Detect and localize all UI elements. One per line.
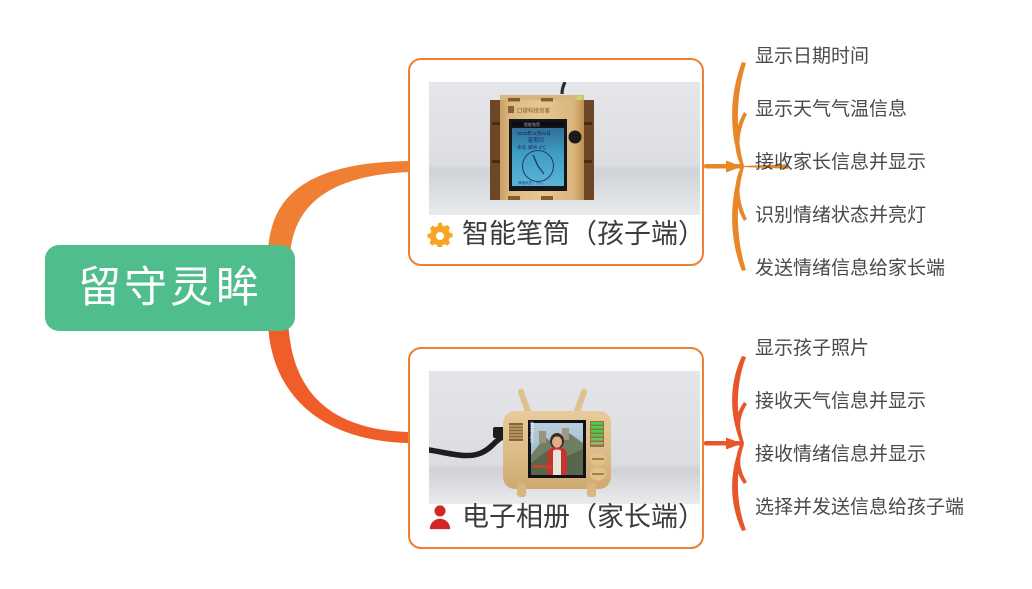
feature-list-parent-terminal: 显示孩子照片 接收天气信息并显示 接收情绪信息并显示 选择并发送信息给孩子端 (755, 337, 964, 549)
list-item[interactable]: 接收家长信息并显示 (755, 152, 927, 173)
svg-text:多云 郑州 8℃: 多云 郑州 8℃ (517, 144, 547, 151)
svg-text:口袋科技创客: 口袋科技创客 (529, 421, 534, 443)
list-item[interactable]: 发送情绪信息给家长端 (755, 258, 946, 279)
svg-text:情绪状态：开心: 情绪状态：开心 (518, 180, 544, 185)
card-label-child-terminal: 智能笔筒（孩子端） (427, 214, 705, 254)
list-item[interactable]: 识别情绪状态并亮灯 (755, 205, 927, 226)
branch-card-parent-terminal[interactable]: 口袋科技创客 电子相册（家长端） (408, 347, 705, 549)
svg-text:智能笔筒: 智能笔筒 (524, 121, 540, 127)
branch-curve-top (268, 164, 408, 258)
bracket-bottom (704, 356, 747, 531)
list-item[interactable]: 接收情绪信息并显示 (755, 444, 927, 465)
list-item[interactable]: 接收天气信息并显示 (755, 391, 927, 412)
list-item[interactable]: 显示日期时间 (755, 46, 870, 67)
branch-card-child-terminal[interactable]: 口袋科技创客 智能笔筒 2020年11月22日 星期日 多云 郑州 8℃ 情绪状… (408, 58, 705, 266)
list-item[interactable]: 显示孩子照片 (755, 338, 870, 359)
svg-text:星期日: 星期日 (528, 137, 544, 144)
gear-icon (427, 222, 453, 247)
root-node[interactable]: 留守灵眸 (45, 245, 295, 331)
card-label-text: 电子相册（家长端） (462, 501, 705, 532)
branch-curve-top-thick (268, 161, 408, 258)
feature-list-child-terminal: 显示日期时间 显示天气气温信息 接收家长信息并显示 识别情绪状态并亮灯 发送情绪… (755, 45, 945, 310)
branch-curve-bottom (268, 318, 408, 443)
tv-frame-illustration: 口袋科技创客 (429, 371, 700, 504)
card-label-text: 智能笔筒（孩子端） (462, 218, 705, 249)
list-item[interactable]: 显示天气气温信息 (755, 99, 908, 120)
person-icon (429, 505, 451, 530)
svg-text:2020年11月22日: 2020年11月22日 (517, 130, 551, 137)
device-photo-pen-holder: 口袋科技创客 智能笔筒 2020年11月22日 星期日 多云 郑州 8℃ 情绪状… (429, 82, 700, 215)
device-photo-tv-frame: 口袋科技创客 (429, 371, 700, 504)
list-item[interactable]: 选择并发送信息给孩子端 (755, 497, 965, 518)
root-node-label: 留守灵眸 (78, 263, 262, 312)
pen-holder-illustration: 口袋科技创客 智能笔筒 2020年11月22日 星期日 多云 郑州 8℃ 情绪状… (429, 82, 700, 215)
svg-text:口袋科技创客: 口袋科技创客 (517, 107, 551, 115)
card-label-parent-terminal: 电子相册（家长端） (427, 497, 705, 537)
